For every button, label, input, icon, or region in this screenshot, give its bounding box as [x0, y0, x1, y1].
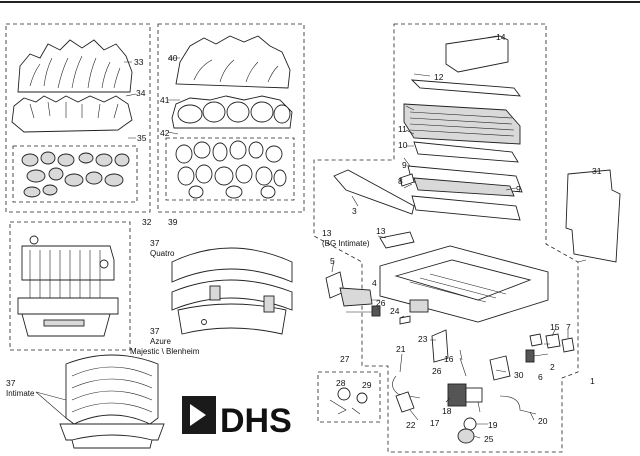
- label-26a: 26: [376, 298, 386, 308]
- pilot-4: [339, 287, 373, 307]
- label-9b: 9: [516, 184, 521, 194]
- fret-azure-37: [17, 235, 119, 337]
- label-41: 41: [160, 95, 170, 105]
- label-34: 34: [136, 88, 146, 98]
- pipe-21: [392, 375, 421, 399]
- bar-12: [410, 79, 521, 97]
- label-20: 20: [538, 416, 548, 426]
- label-32: 32: [142, 217, 152, 227]
- label-12: 12: [434, 72, 444, 82]
- part-16: [459, 357, 467, 377]
- label-6: 6: [538, 372, 543, 382]
- label-25: 25: [484, 434, 494, 444]
- fret-intimate-37: [59, 354, 165, 449]
- label-37-quatro: 37: [150, 238, 160, 248]
- label-33: 33: [134, 57, 144, 67]
- label-10: 10: [398, 140, 408, 150]
- pebble-row-41: [171, 95, 293, 129]
- knob-19: [463, 417, 477, 431]
- label-9a: 9: [402, 160, 407, 170]
- loose-pebbles-42: [175, 140, 287, 199]
- label-4: 4: [372, 278, 377, 288]
- coal-bed-back-33: [17, 39, 133, 93]
- part-6: [525, 349, 535, 363]
- label-2: 2: [550, 362, 555, 372]
- label-28: 28: [336, 378, 346, 388]
- baffle-14: [445, 35, 509, 73]
- group-box-coal-set: [5, 23, 151, 213]
- label-27: 27: [340, 354, 350, 364]
- valve-18: [447, 383, 483, 407]
- dhs-logo: DHS: [182, 396, 292, 440]
- fret-quatro-37: [171, 247, 293, 335]
- label-13: 13: [322, 228, 332, 238]
- label-24: 24: [390, 306, 400, 316]
- group-box-pebble-set: [157, 23, 305, 213]
- label-21: 21: [396, 344, 406, 354]
- burner-tray: [379, 245, 549, 323]
- group-box-27: [317, 371, 381, 423]
- frame-9b: [411, 195, 521, 221]
- label-17: 17: [430, 418, 440, 428]
- logo-wordmark: DHS: [220, 402, 292, 440]
- pipe-20: [499, 395, 537, 415]
- part-7: [561, 337, 575, 353]
- label-30: 30: [514, 370, 524, 380]
- part-15: [545, 333, 561, 349]
- label-37-majestic-caption: Majestic \ Blenheim: [130, 347, 200, 356]
- label-3: 3: [352, 206, 357, 216]
- back-panel-31: [565, 169, 621, 263]
- group-box-azure-fret: [9, 221, 131, 351]
- label-31: 31: [592, 166, 602, 176]
- label-39: 39: [168, 217, 178, 227]
- knob-25: [457, 428, 475, 444]
- label-7: 7: [566, 322, 571, 332]
- label-16: 16: [444, 354, 454, 364]
- label-8: 8: [398, 176, 403, 186]
- part-22: [395, 391, 415, 413]
- label-37-quatro-caption: Quatro: [150, 249, 175, 258]
- label-19: 19: [488, 420, 498, 430]
- pebble-bed-back-40: [175, 35, 291, 89]
- group-box-pebbles-42: [165, 137, 295, 201]
- label-35: 35: [137, 133, 147, 143]
- label-1: 1: [590, 376, 595, 386]
- label-37-intimate-caption: Intimate: [6, 389, 35, 398]
- label-11: 11: [398, 124, 407, 134]
- bracket-13: [379, 231, 415, 249]
- ceramic-plaque-11: [403, 103, 521, 145]
- label-42: 42: [160, 128, 170, 138]
- label-29: 29: [362, 380, 372, 390]
- label-13-caption: (BG Intimate): [322, 239, 370, 248]
- label-13b: 13: [376, 226, 386, 236]
- loose-coals-35: [21, 151, 130, 198]
- label-22: 22: [406, 420, 416, 430]
- screw-24: [399, 315, 411, 325]
- part-29: [356, 392, 368, 404]
- label-23: 23: [418, 334, 428, 344]
- plate-10: [413, 141, 519, 163]
- label-15: 15: [550, 322, 560, 332]
- part-30: [489, 355, 511, 381]
- part-2: [529, 333, 543, 347]
- label-14: 14: [496, 32, 506, 42]
- bracket-8: [399, 173, 415, 187]
- coal-row-34: [11, 95, 133, 133]
- label-37-azure: 37: [150, 326, 160, 336]
- label-5: 5: [330, 256, 335, 266]
- label-40: 40: [168, 53, 178, 63]
- bracket-23: [431, 329, 449, 363]
- mesh-9: [413, 177, 515, 197]
- strip-3: [333, 169, 415, 215]
- label-37-azure-caption: Azure: [150, 337, 171, 346]
- label-18: 18: [442, 406, 452, 416]
- pilot-26: [371, 305, 381, 317]
- group-box-coals-35: [12, 145, 138, 203]
- label-37-intimate: 37: [6, 378, 16, 388]
- label-26b: 26: [432, 366, 442, 376]
- part-28: [337, 387, 351, 401]
